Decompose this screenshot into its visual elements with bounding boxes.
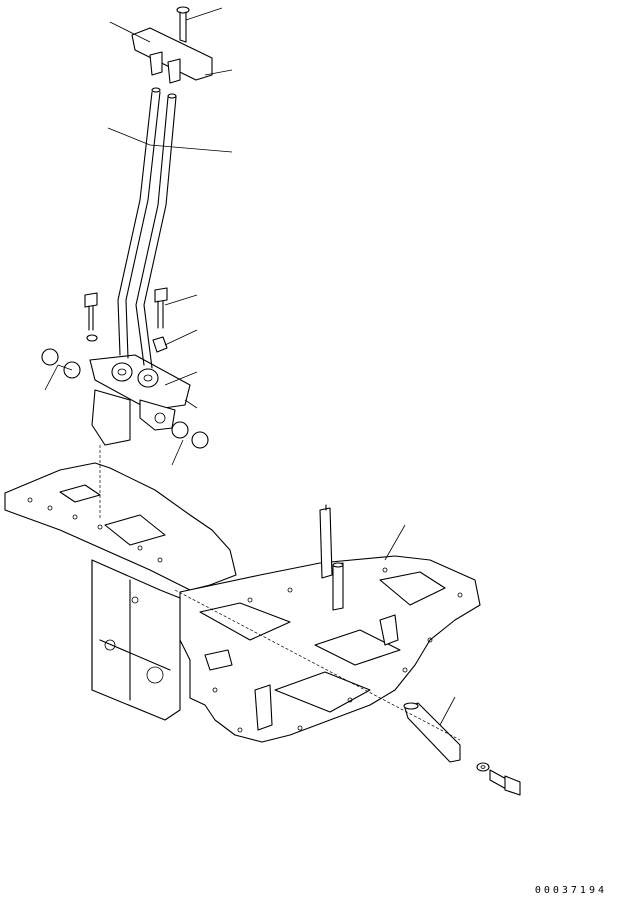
lever-rods <box>117 87 177 369</box>
cutout-left <box>199 602 291 641</box>
washer <box>476 762 490 772</box>
small-bracket-front <box>254 684 273 731</box>
pin-alignment-line <box>174 589 461 741</box>
drawing-part-number: 00037194 <box>534 885 607 896</box>
lever-boots <box>111 362 159 388</box>
floor-plate-right <box>179 555 481 743</box>
floor-frame <box>4 462 481 743</box>
pin-rod <box>332 562 344 611</box>
bolt-bottom <box>489 769 521 796</box>
mounting-holes <box>27 497 463 733</box>
bolts-upper <box>84 287 168 353</box>
cutout-rear <box>379 571 446 606</box>
stay-bracket <box>319 504 333 579</box>
floor-plate-left <box>4 462 237 591</box>
small-bracket-mid <box>204 649 233 671</box>
support-box <box>91 559 181 721</box>
small-bracket-right <box>379 614 399 646</box>
plate-slot-2 <box>104 514 166 546</box>
cutout-front <box>274 671 371 713</box>
leader-lines <box>44 7 456 726</box>
hinge-pin <box>403 702 461 763</box>
lever-knob <box>131 27 213 84</box>
cutout-center <box>314 629 401 666</box>
screw-top <box>176 6 190 43</box>
